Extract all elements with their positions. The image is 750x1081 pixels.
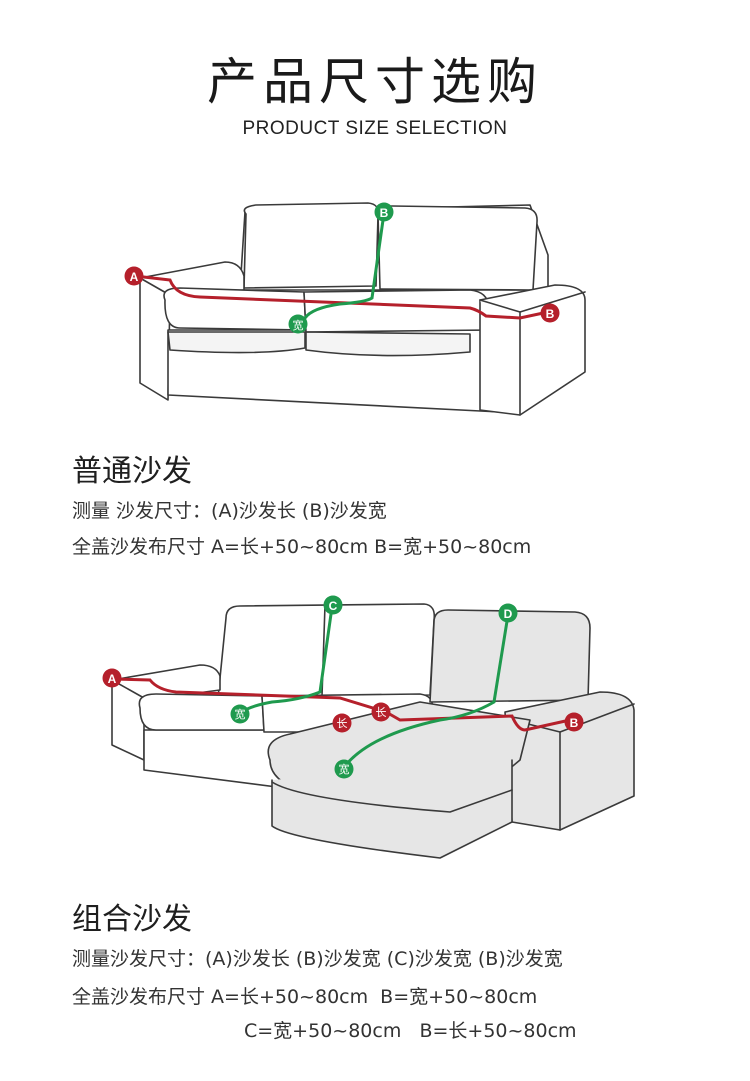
combo-sofa-measure: 测量沙发尺寸：(A)沙发长 (B)沙发宽 (C)沙发宽 (B)沙发宽 <box>72 944 563 971</box>
combo-marker-width2-label: 宽 <box>339 762 350 776</box>
marker-width-label: 宽 <box>293 318 304 332</box>
regular-sofa-title: 普通沙发 <box>72 446 192 490</box>
regular-sofa-formula: 全盖沙发布尺寸 A=长+50~80cm B=宽+50~80cm <box>72 532 531 559</box>
regular-sofa-illustration: A B B 宽 <box>0 190 750 430</box>
regular-sofa-measure: 测量 沙发尺寸：(A)沙发长 (B)沙发宽 <box>72 496 387 523</box>
combo-marker-b-label: B <box>570 716 579 730</box>
combo-sofa-title: 组合沙发 <box>72 894 192 938</box>
combo-marker-a-label: A <box>108 672 117 686</box>
combo-sofa-formula-2: C=宽+50~80cm B=长+50~80cm <box>244 1016 577 1043</box>
combo-sofa-illustration: A B C D 宽 宽 长 长 <box>0 590 750 870</box>
combo-marker-width1-label: 宽 <box>235 707 246 721</box>
combo-marker-len1-label: 长 <box>376 706 387 719</box>
combo-marker-d-label: D <box>504 607 513 621</box>
page-subtitle: PRODUCT SIZE SELECTION <box>0 118 750 140</box>
combo-marker-c-label: C <box>329 599 338 613</box>
marker-b-end-label: B <box>546 307 555 321</box>
combo-sofa-formula-1: 全盖沙发布尺寸 A=长+50~80cm B=宽+50~80cm <box>72 982 537 1009</box>
marker-b-label: B <box>380 206 389 220</box>
combo-marker-len2-label: 长 <box>337 717 348 730</box>
marker-a-label: A <box>130 270 139 284</box>
page-title: 产品尺寸选购 <box>0 42 750 114</box>
